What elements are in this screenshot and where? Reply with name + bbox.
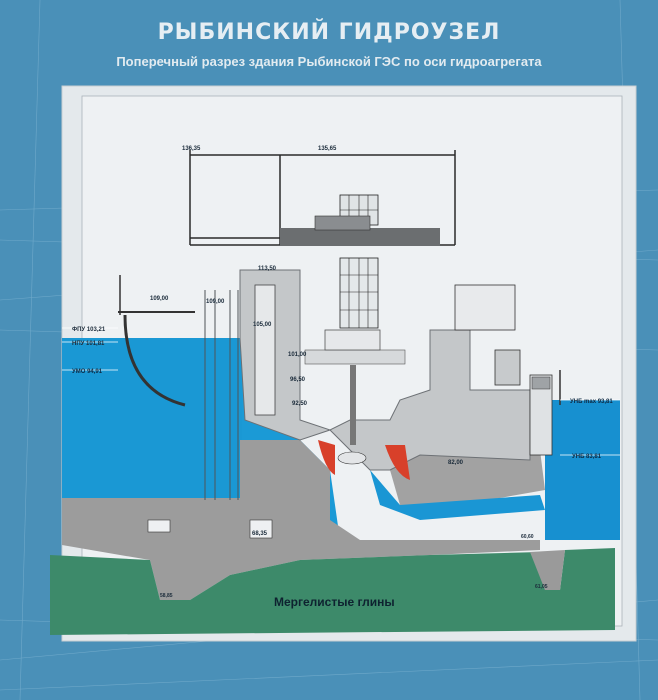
elevation-82-00: 82,00 [448,460,464,466]
draft-tube-water [370,470,545,520]
transformer [494,349,521,386]
elevation-92-50: 92,50 [292,401,308,407]
generator-floor [304,349,406,365]
outlet-gate-tower [529,374,553,456]
radial-gate [123,314,186,407]
runner [337,451,367,465]
elevation-101-00: 101,00 [288,352,307,358]
level-npu: НПУ 101,81 [72,341,105,347]
elevation-60-60: 60,60 [521,534,534,540]
level-unb-max: УНБ max 93,81 [570,399,613,405]
turbine-shaft [350,365,356,445]
foundation-concrete [62,440,540,600]
powerhouse-body [239,269,531,471]
generator [324,329,381,351]
elevation-135-65: 135,65 [318,146,337,152]
level-fpu: ФПУ 103,21 [72,327,106,333]
soil-label: Мергелистые глины [274,595,395,609]
headwater-reservoir [62,338,242,498]
page-subtitle: Поперечный разрез здания Рыбинской ГЭС п… [116,54,542,69]
intake-tower [254,284,276,416]
soil-layer-right [530,550,565,590]
level-umo: УМО 94,91 [72,369,103,375]
intake-shafts [204,290,239,500]
gallery-left [147,519,171,533]
transformer-yard [454,284,516,331]
elevation-105-00: 105,00 [253,322,272,328]
gantry-crane [531,376,551,390]
crane-beam [280,228,440,246]
elevation-96-50: 96,50 [290,377,306,383]
crane-trolley [314,215,371,231]
elevation-109-00-right: 109,00 [206,299,225,305]
tailwater [545,400,620,540]
page-title: РЫБИНСКИЙ ГИДРОУЗЕЛ [157,20,501,45]
draft-tube-concrete [390,450,545,505]
level-unb: УНБ 83,81 [572,454,602,460]
elevation-61-05: 61,05 [535,584,548,590]
elevation-109-00-left: 109,00 [150,296,169,302]
elevation-113-50: 113,50 [258,266,277,272]
level-lines [62,327,620,456]
spiral-case-left [318,440,335,475]
elevation-58-85: 58,85 [160,593,173,599]
elevation-68-35: 68,35 [252,531,268,537]
elevation-136-35: 136,35 [182,146,201,152]
soil-layer [50,548,615,635]
gallery-center [249,519,273,539]
spiral-case-right [385,445,410,480]
